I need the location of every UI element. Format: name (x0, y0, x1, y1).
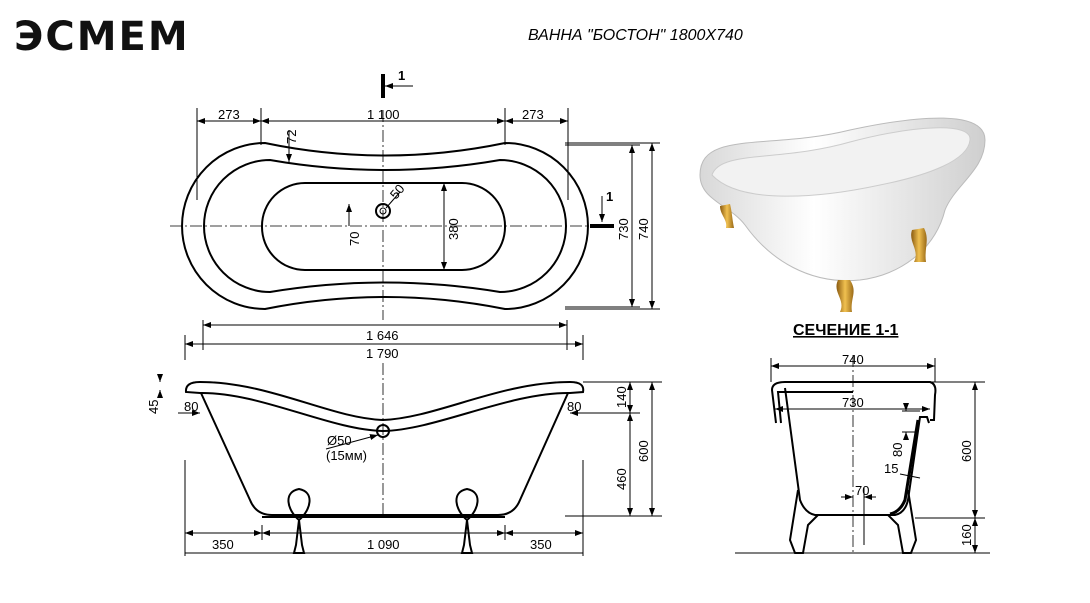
dim-rim: 72 (284, 130, 299, 144)
section-dim-leg-height: 160 (959, 524, 974, 546)
dim-top-middle: 1 100 (367, 107, 400, 122)
drain-note: (15мм) (326, 448, 367, 463)
dim-outer-length: 1 790 (366, 346, 399, 361)
dim-right-offset: 80 (567, 399, 581, 414)
drawing-title: ВАННА "БОСТОН" 1800X740 (528, 27, 743, 44)
dim-drain: 50 (387, 181, 408, 202)
section-dim-rim-depth: 80 (890, 443, 905, 457)
dim-left-offset: 80 (184, 399, 198, 414)
dim-right-leg: 350 (530, 537, 552, 552)
bathtub-photo (699, 117, 986, 312)
dim-body-height: 460 (614, 468, 629, 490)
dim-drain-offset: 70 (347, 232, 362, 246)
dim-drain-diameter: Ø50 (327, 433, 352, 448)
leg-left (287, 487, 311, 554)
dim-basin-width: 380 (446, 218, 461, 240)
dim-rim-thickness: 45 (146, 400, 161, 414)
dim-inner-length: 1 646 (366, 328, 399, 343)
dim-top-left: 273 (218, 107, 240, 122)
dim-inner-width: 730 (616, 218, 631, 240)
top-view: 273 1 100 273 72 50 70 380 730 740 1 646… (170, 68, 660, 361)
dim-rim-height: 140 (614, 386, 629, 408)
dim-top-right: 273 (522, 107, 544, 122)
section-dim-outer-width: 740 (842, 352, 864, 367)
dim-total-height: 600 (636, 440, 651, 462)
section-dim-drain: 70 (855, 483, 869, 498)
section-dim-wall: 15 (884, 461, 898, 476)
section-mark-right: 1 (606, 189, 613, 204)
side-view: Ø50 (15мм) 45 80 80 140 460 600 350 1 09… (146, 363, 662, 556)
dim-outer-width: 740 (636, 218, 651, 240)
brand-logo: ЭCMEM (14, 14, 190, 60)
dim-between-legs: 1 090 (367, 537, 400, 552)
section-title: СЕЧЕНИЕ 1-1 (793, 322, 899, 339)
section-mark-top: 1 (398, 68, 405, 83)
dim-left-leg: 350 (212, 537, 234, 552)
section-dim-inner-width: 730 (842, 395, 864, 410)
leg-right (455, 487, 479, 554)
section-dim-height: 600 (959, 440, 974, 462)
section-view: 740 730 80 15 70 600 160 (735, 352, 990, 555)
